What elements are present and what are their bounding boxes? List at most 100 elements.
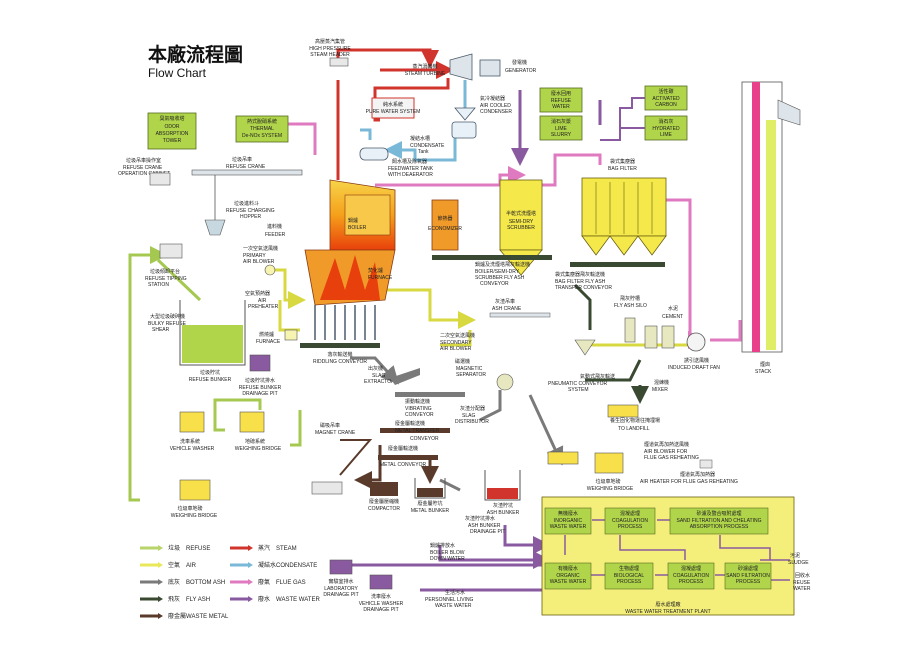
- svg-text:SAND FILTRATION AND CHELATING: SAND FILTRATION AND CHELATING: [676, 518, 761, 524]
- svg-text:SEPARATOR: SEPARATOR: [456, 372, 486, 378]
- svg-text:廢金屬輸送機: 廢金屬輸送機: [388, 445, 418, 452]
- weighing-bridge-2: 垃圾車地磅 WEIGHING BRIDGE: [171, 479, 218, 519]
- svg-text:CONVEYOR: CONVEYOR: [410, 436, 439, 442]
- riddling-conveyor: 落灰輸送機 RIDDLING CONVEYOR: [300, 343, 380, 365]
- svg-text:SHEAR: SHEAR: [152, 327, 170, 333]
- boiler-blowdown: 鍋爐排放水 BOILER BLOW DOWN WATER: [430, 542, 465, 562]
- condensate-tank: 凝結水槽 CONDENSATE Tank: [410, 121, 477, 155]
- legend-label-zh: 廢金屬: [168, 612, 186, 620]
- svg-text:ASH CRANE: ASH CRANE: [492, 306, 522, 312]
- svg-text:SLUDGE: SLUDGE: [788, 560, 809, 566]
- svg-text:一次空氣送風機: 一次空氣送風機: [243, 245, 278, 252]
- svg-text:SYSTEM: SYSTEM: [568, 387, 589, 393]
- cement: 水泥 CEMENT: [662, 305, 683, 320]
- bunker-drainage: 垃圾貯坑排水 REFUSE BUNKER DRAINAGE PIT: [239, 354, 282, 397]
- svg-text:COAGULATION: COAGULATION: [673, 573, 709, 579]
- page-title-zh: 本廠流程圖: [148, 44, 244, 66]
- svg-text:無機廢水: 無機廢水: [558, 510, 578, 517]
- svg-text:WASTE WATER: WASTE WATER: [550, 524, 587, 530]
- svg-text:活性碳: 活性碳: [658, 88, 673, 95]
- svg-text:AIR COOLED: AIR COOLED: [480, 103, 511, 109]
- refuse-lines: [128, 246, 302, 502]
- svg-text:CEMENT: CEMENT: [662, 314, 683, 320]
- svg-text:進料機: 進料機: [267, 223, 282, 230]
- weighing-bridge-1: 地磅系統 WEIGHING BRIDGE: [235, 411, 282, 452]
- svg-text:BOILER BLOW: BOILER BLOW: [430, 550, 465, 556]
- svg-text:煙囪: 煙囪: [760, 361, 770, 368]
- magnetic-separator: 磁選機 MAGNETIC SEPARATOR: [455, 358, 514, 391]
- sand-filtration: 砂濾及螯合吸附處理 SAND FILTRATION AND CHELATING …: [669, 507, 769, 535]
- slag-extractor: 出灰機 SLAG EXTRACTOR: [364, 365, 420, 385]
- svg-text:BOILER/SEMI-DRY: BOILER/SEMI-DRY: [475, 269, 520, 275]
- truck-3: [607, 404, 639, 418]
- svg-text:ODOR: ODOR: [165, 124, 180, 130]
- svg-text:垃圾吊車: 垃圾吊車: [232, 156, 252, 163]
- svg-text:WASTE WATER: WASTE WATER: [435, 603, 472, 609]
- svg-text:DRAINAGE PIT: DRAINAGE PIT: [470, 529, 505, 535]
- svg-text:誘引送風機: 誘引送風機: [684, 357, 709, 364]
- svg-text:蒸汽渦輪機: 蒸汽渦輪機: [412, 63, 437, 70]
- svg-text:REFUSE CRANE: REFUSE CRANE: [123, 165, 163, 171]
- svg-text:水泥: 水泥: [668, 305, 678, 312]
- svg-text:落灰輸送機: 落灰輸送機: [327, 351, 352, 358]
- svg-text:砂濾及螯合吸附處理: 砂濾及螯合吸附處理: [696, 510, 741, 517]
- svg-text:Tank: Tank: [418, 149, 429, 155]
- svg-text:HYDRATED: HYDRATED: [652, 126, 680, 132]
- svg-text:混凝處理: 混凝處理: [620, 510, 640, 517]
- svg-text:MIXER: MIXER: [652, 387, 668, 393]
- svg-text:煙道氣再加熱器: 煙道氣再加熱器: [680, 471, 715, 478]
- svg-text:AIR: AIR: [258, 298, 267, 304]
- metal-bunker: 廢金屬貯坑 METAL BUNKER: [411, 478, 450, 514]
- svg-text:發電機: 發電機: [512, 59, 527, 66]
- legend-arrow-icon: [158, 545, 163, 551]
- svg-text:半乾式洗煙塔: 半乾式洗煙塔: [506, 210, 536, 217]
- svg-text:REFUSE BUNKER: REFUSE BUNKER: [189, 377, 232, 383]
- svg-text:REFUSE TIPPING: REFUSE TIPPING: [145, 276, 187, 282]
- svg-text:節熱器: 節熱器: [437, 215, 452, 222]
- svg-text:BAG FILTER FLY ASH: BAG FILTER FLY ASH: [555, 279, 606, 285]
- svg-text:垃圾進料斗: 垃圾進料斗: [234, 200, 259, 207]
- sand-filtration-2: 砂濾處理 SAND FILTRATION PROCESS: [724, 562, 772, 590]
- legend-arrow-icon: [248, 562, 253, 568]
- svg-text:FEEDWATER TANK: FEEDWATER TANK: [388, 166, 434, 172]
- svg-text:GENERATOR: GENERATOR: [505, 68, 537, 74]
- legend-arrow-icon: [158, 596, 163, 602]
- svg-text:回收水: 回收水: [795, 572, 810, 579]
- feedwater-tank: 飼水槽及除氧器 FEEDWATER TANK WITH DEAERATOR: [359, 147, 434, 178]
- svg-text:生物處理: 生物處理: [619, 565, 639, 572]
- svg-text:飛灰貯槽: 飛灰貯槽: [620, 295, 640, 302]
- svg-text:FLY ASH SILO: FLY ASH SILO: [614, 303, 647, 309]
- svg-text:AIR HEATER FOR FLUE GAS REHEAT: AIR HEATER FOR FLUE GAS REHEATING: [640, 479, 738, 485]
- svg-text:WITH DEAERATOR: WITH DEAERATOR: [388, 172, 433, 178]
- svg-text:VEHICLE WASHER: VEHICLE WASHER: [359, 601, 404, 607]
- svg-text:SLAG: SLAG: [372, 373, 385, 379]
- svg-text:廢金屬輸送機: 廢金屬輸送機: [395, 420, 425, 427]
- metal-transfer-conveyor: 廢金屬輸送機 METAL TRANSFER CONVEYOR: [380, 420, 450, 442]
- svg-text:REFUSE BUNKER: REFUSE BUNKER: [239, 385, 282, 391]
- legend-label-en: AIR: [186, 563, 197, 569]
- svg-text:養生固化物運往掩埋場: 養生固化物運往掩埋場: [610, 417, 660, 424]
- svg-text:FLUE GAS REHEATING: FLUE GAS REHEATING: [644, 455, 699, 461]
- svg-text:WEIGHING BRIDGE: WEIGHING BRIDGE: [587, 486, 634, 492]
- coagulation-2: 混凝處理 COAGULATION PROCESS: [667, 562, 715, 590]
- odor-absorption-tower: 臭氣吸收塔 ODOR ABSORPTION TOWER: [147, 112, 197, 150]
- steam-turbine: 蒸汽渦輪機 STEAM TURBINE: [405, 53, 473, 81]
- svg-text:有機廢水: 有機廢水: [558, 565, 578, 572]
- svg-text:垃圾車地磅: 垃圾車地磅: [177, 505, 202, 512]
- organic-ww: 有機廢水 ORGANIC WASTE WATER: [544, 562, 592, 590]
- svg-text:污泥: 污泥: [790, 552, 800, 559]
- lab-drainage: 實驗室排水 LABORATORY DRAINAGE PIT: [323, 559, 359, 598]
- biological: 生物處理 BIOLOGICAL PROCESS: [604, 562, 654, 590]
- ash-bunker-drainage: 灰渣貯坑排水 ASH BUNKER DRAINAGE PIT: [465, 515, 505, 535]
- legend-label-zh: 廢氣: [258, 578, 270, 586]
- pneumatic-conveyor: 氣動式飛灰輸送 PNEUMATIC CONVEYOR SYSTEM: [548, 339, 615, 393]
- svg-text:燃燒爐: 燃燒爐: [259, 331, 274, 338]
- compactor: 廢金屬壓縮機 COMPACTOR: [368, 482, 400, 512]
- svg-text:INDUCED DRAFT FAN: INDUCED DRAFT FAN: [668, 365, 720, 371]
- svg-text:ORGANIC: ORGANIC: [556, 573, 580, 579]
- svg-text:WASTE WATER TREATMENT PLANT: WASTE WATER TREATMENT PLANT: [625, 609, 710, 615]
